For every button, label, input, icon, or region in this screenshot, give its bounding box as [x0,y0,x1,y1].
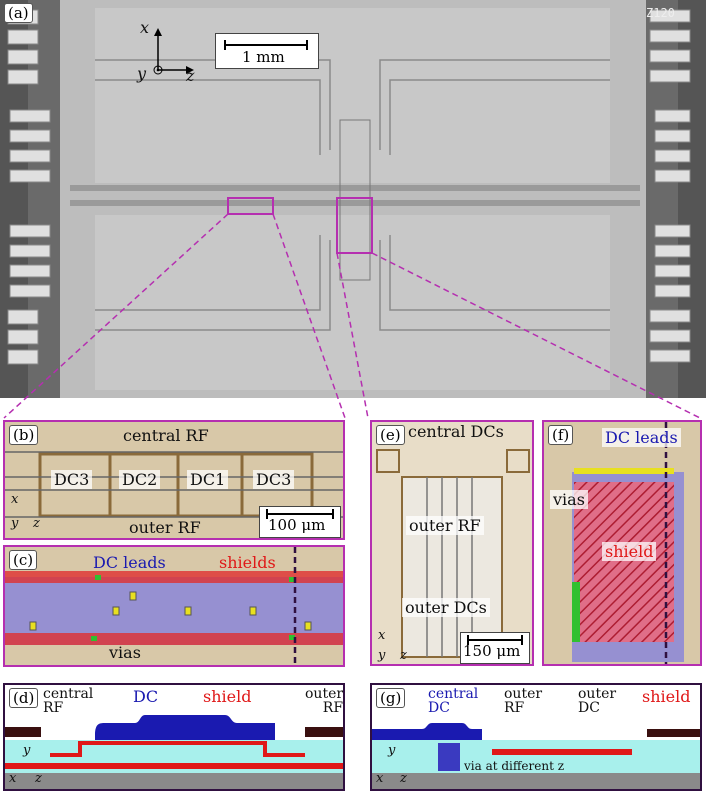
dc-label-1: DC3 [51,470,93,489]
axis-z-b: z [33,516,40,531]
axes-a [153,28,194,75]
dc-label-d: DC [133,687,159,706]
dc-label-3: DC1 [187,470,229,489]
axis-z-e: z [400,648,407,663]
axis-y-a: y [137,64,147,83]
axis-y-e: y [378,648,386,663]
axis-y-g: y [388,743,396,758]
panel-a: (a) Z120 1 mm x y z [0,0,706,398]
panel-f-label: (f) [548,425,574,445]
panel-e-label: (e) [376,425,405,445]
dc-label-2: DC2 [119,470,161,489]
shield-label-f: shield [602,542,657,561]
shield-label-g: shield [642,687,691,706]
shield-overlay [572,422,684,664]
chip-id-text: Z120 [646,6,675,20]
axis-x-d: x [9,771,17,786]
axis-x-b: x [11,492,19,507]
dc-leads-label-f: DC leads [602,428,681,447]
via-note-label: via at different z [464,759,565,773]
panel-g: (g) central DC outer RF outer DC shield … [370,683,702,791]
scale-bar-e: 150 μm [460,632,530,664]
outer-dcs-label: outer DCs [402,598,490,617]
axis-y-b: y [11,516,19,531]
central-dc-label-g: central DC [428,686,479,716]
outer-rf-label: outer RF [129,518,201,537]
panel-e: (e) central DCs outer RF outer DCs 150 μ… [370,420,534,666]
outer-dc-label-g: outer DC [578,686,617,716]
central-rf-label: central RF [123,426,209,445]
central-dcs-label: central DCs [408,422,504,441]
axis-x-a: x [140,18,150,37]
panel-d-label: (d) [9,688,39,708]
panel-c: (c) DC leads shields vias [3,545,345,667]
dc-leads-label: DC leads [93,553,166,572]
scale-bar-a: 1 mm [215,33,319,69]
cross-section-g [372,723,700,789]
panel-b-label: (b) [9,425,39,445]
shield-label-d: shield [203,687,252,706]
dc-label-4: DC3 [253,470,295,489]
vias-label-f: vias [550,490,588,509]
panel-g-label: (g) [376,688,406,708]
panel-c-label: (c) [9,550,38,570]
axis-y-d: y [23,743,31,758]
axis-z-g: z [400,771,407,786]
outer-rf-label-e: outer RF [406,516,484,535]
panel-d: (d) central RF DC shield outer RF y x z [3,683,345,791]
outer-electrodes-micrograph [376,449,530,658]
shields-label: shields [219,553,276,572]
axis-x-g: x [376,771,384,786]
scale-bar-b: 100 μm [259,506,341,538]
central-rf-label-d: central RF [43,686,94,716]
cross-section-d [5,715,343,789]
axis-z-d: z [35,771,42,786]
panel-f: (f) DC leads vias shield [542,420,702,666]
dc-leads-overlay [5,547,343,665]
outer-rf-label-d: outer RF [305,686,344,716]
vias-label: vias [109,643,141,662]
axis-z-a: z [186,66,195,85]
axis-x-e: x [378,628,386,643]
panel-a-label: (a) [4,3,33,23]
panel-b: (b) central RF DC3 DC2 DC1 DC3 outer RF … [3,420,345,540]
outer-rf-label-g: outer RF [504,686,543,716]
